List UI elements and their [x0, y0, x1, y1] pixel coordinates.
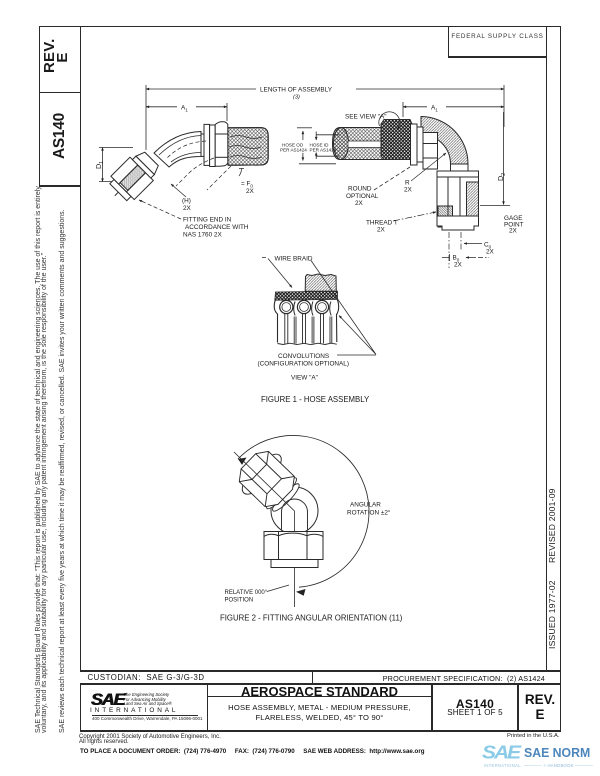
svg-text:ACCORDANCE WITH: ACCORDANCE WITH [185, 224, 249, 231]
svg-text:2X: 2X [183, 205, 192, 212]
svg-text:PER AS1424: PER AS1424 [280, 148, 307, 153]
svg-text:FIGURE 2 - FITTING ANGULAR ORI: FIGURE 2 - FITTING ANGULAR ORIENTATION (… [220, 614, 403, 623]
svg-text:PER AS1424: PER AS1424 [310, 148, 337, 153]
svg-text:B0: B0 [453, 255, 460, 263]
svg-text:2X: 2X [486, 249, 495, 256]
svg-text:2X: 2X [509, 228, 518, 235]
svg-text:(3): (3) [293, 95, 300, 101]
svg-text:HOSE OD: HOSE OD [282, 143, 304, 148]
svg-text:RELATIVE 000°: RELATIVE 000° [225, 590, 268, 596]
svg-text:OPTIONAL: OPTIONAL [346, 193, 379, 200]
svg-text:(CONFIGURATION OPTIONAL): (CONFIGURATION OPTIONAL) [258, 361, 349, 368]
svg-text:SEE VIEW "A": SEE VIEW "A" [345, 114, 386, 121]
svg-text:ROUND: ROUND [348, 186, 372, 193]
svg-text:FIGURE 1 - HOSE ASSEMBLY: FIGURE 1 - HOSE ASSEMBLY [261, 395, 370, 404]
svg-text:A1: A1 [181, 105, 188, 113]
svg-text:ANGULAR: ANGULAR [350, 502, 381, 509]
svg-text:HOSE ID: HOSE ID [310, 143, 330, 148]
svg-text:2X: 2X [246, 188, 255, 195]
svg-text:D1: D1 [94, 161, 105, 169]
svg-text:VIEW "A": VIEW "A" [291, 375, 318, 382]
svg-text:R: R [405, 180, 410, 187]
svg-text:C0: C0 [484, 242, 492, 250]
svg-text:D2: D2 [496, 173, 507, 181]
svg-text:FITTING END IN: FITTING END IN [183, 217, 232, 224]
svg-text:2X: 2X [377, 227, 386, 234]
svg-text:2X: 2X [454, 262, 463, 269]
svg-text:A1: A1 [431, 105, 438, 113]
svg-text:WIRE BRAID: WIRE BRAID [275, 256, 313, 263]
svg-text:LENGTH OF ASSEMBLY: LENGTH OF ASSEMBLY [260, 87, 333, 94]
svg-text:CONVOLUTIONS: CONVOLUTIONS [278, 353, 329, 360]
svg-text:GAGE: GAGE [504, 215, 522, 222]
svg-text:POSITION: POSITION [225, 598, 254, 604]
svg-text:2X: 2X [404, 187, 413, 194]
svg-text:2X: 2X [355, 200, 364, 207]
svg-text:POINT: POINT [504, 221, 524, 228]
svg-text:NAS 1760 2X: NAS 1760 2X [183, 231, 222, 238]
svg-text:= F0: = F0 [241, 181, 253, 189]
svg-text:THREAD T: THREAD T [366, 220, 398, 227]
svg-text:(H): (H) [182, 198, 191, 205]
svg-text:ROTATION ±2°: ROTATION ±2° [347, 509, 391, 517]
